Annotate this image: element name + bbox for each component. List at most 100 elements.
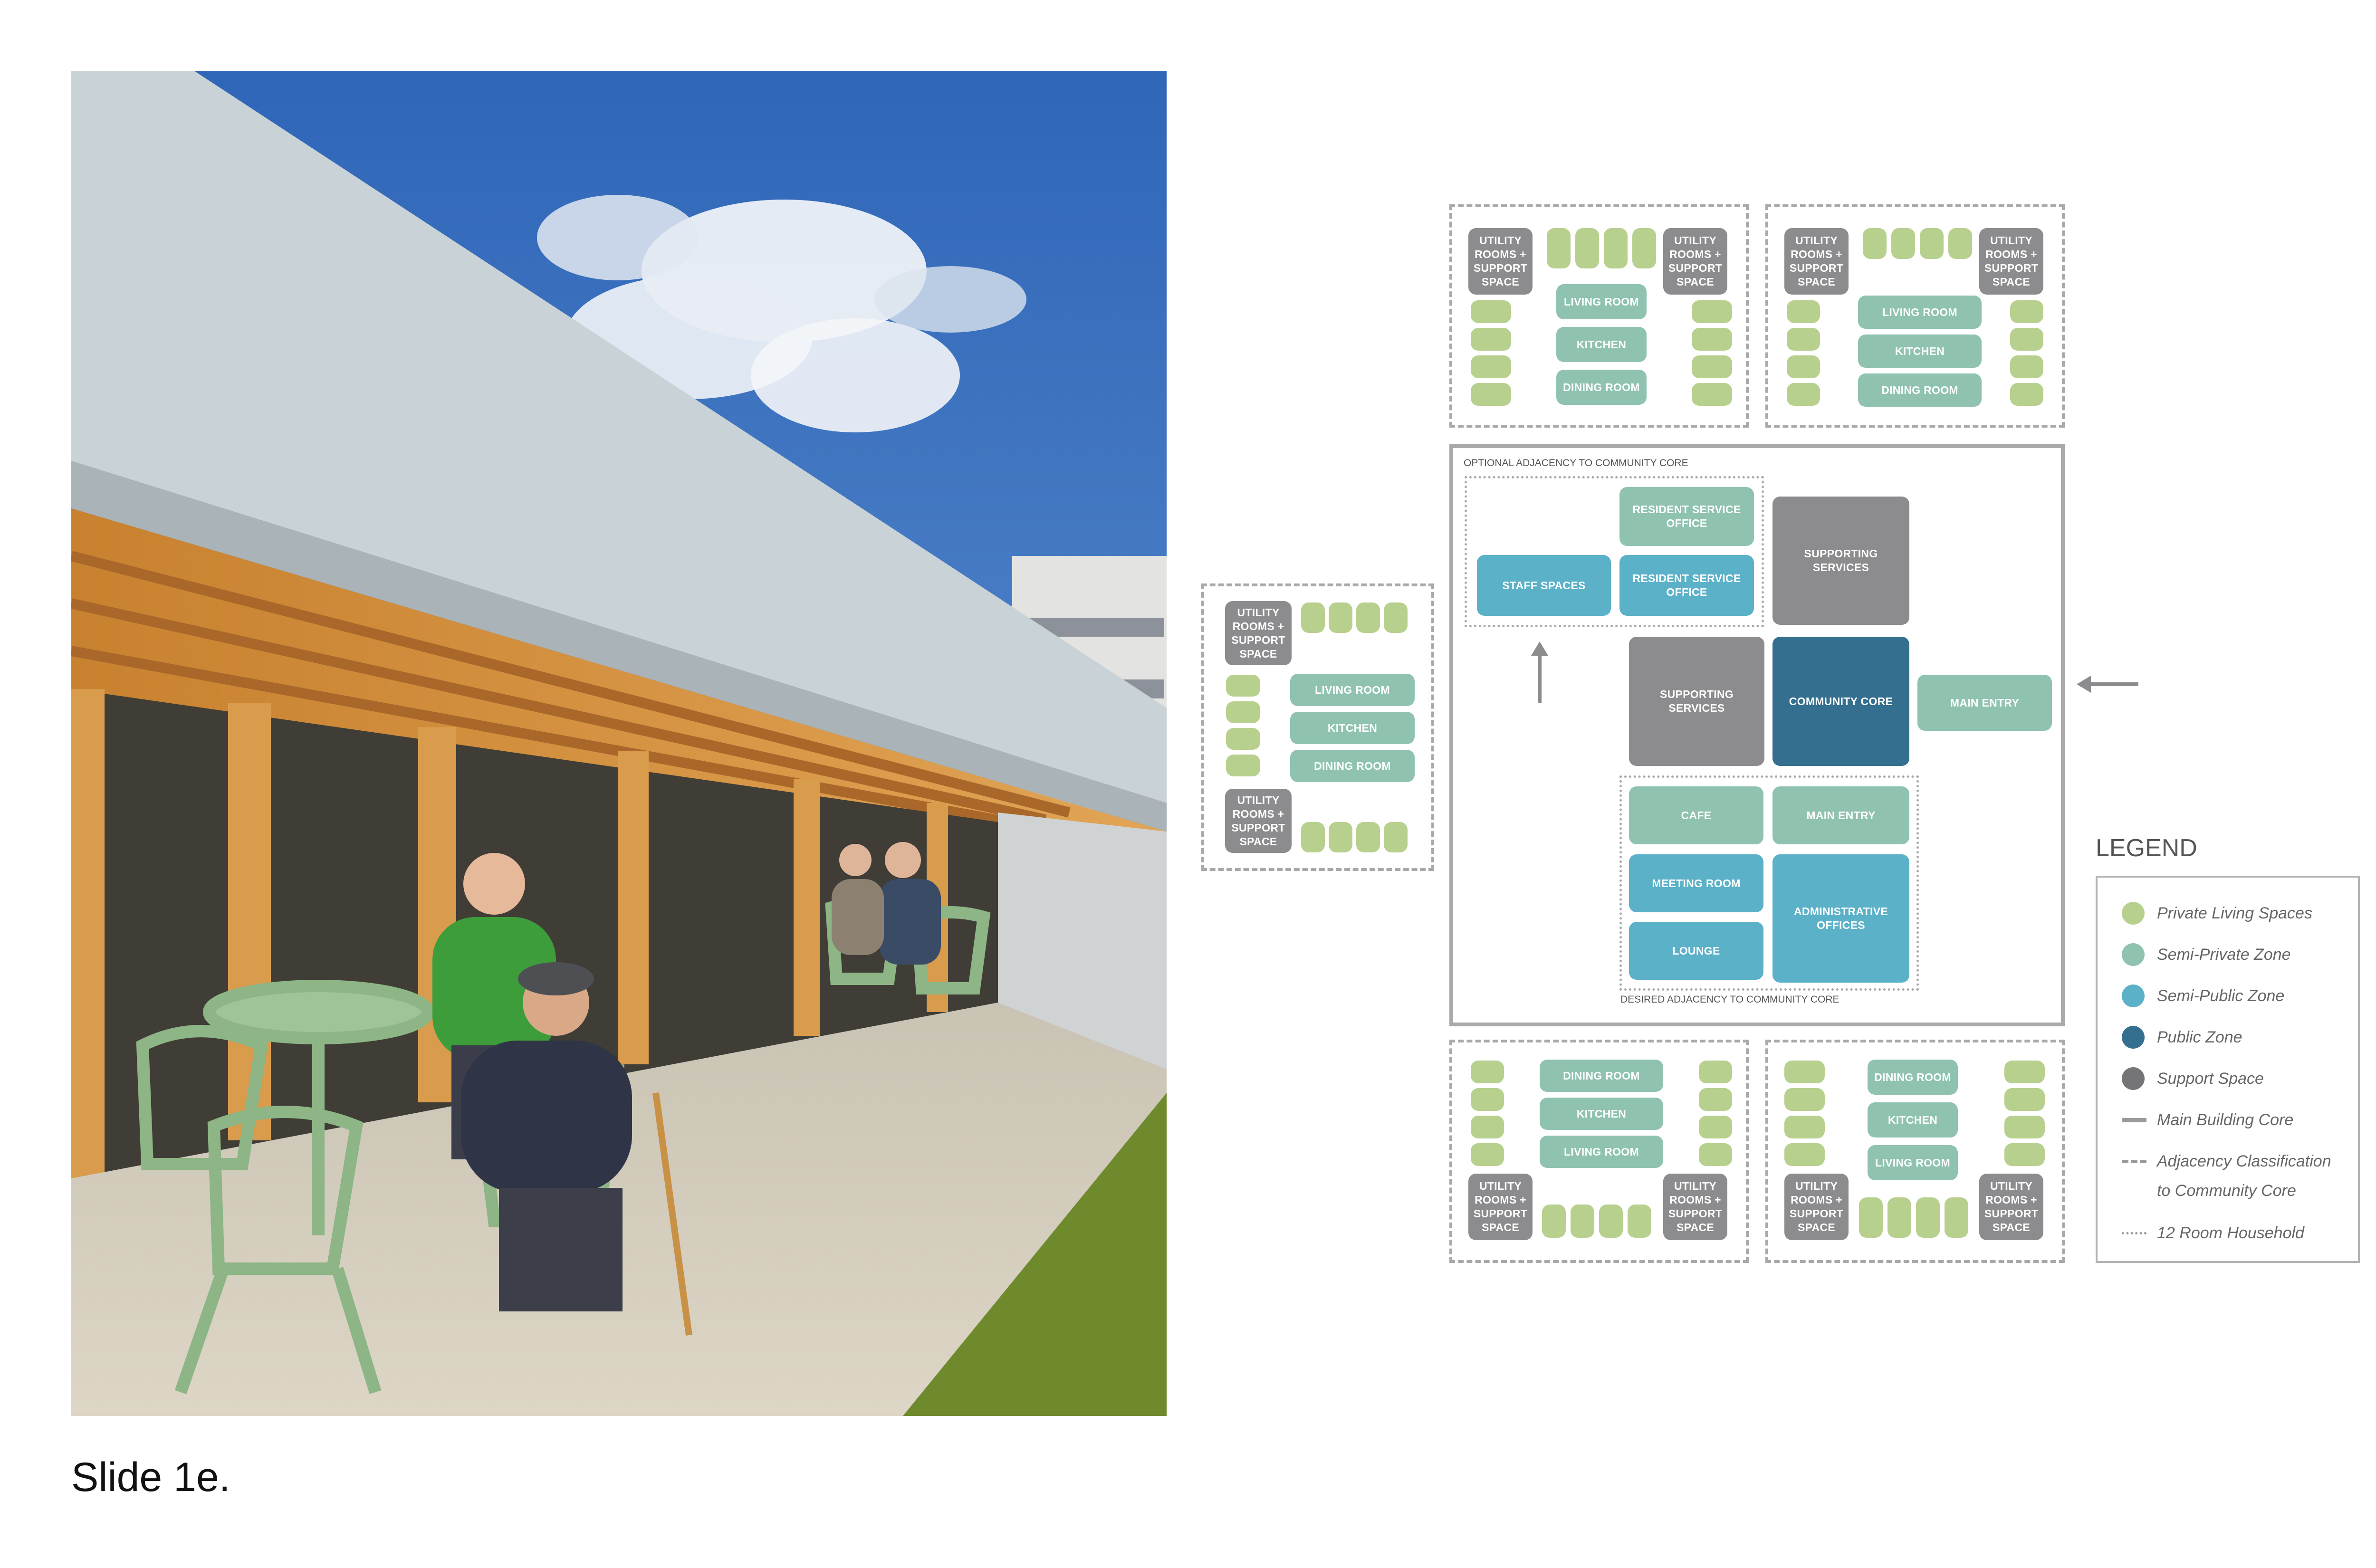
private-room <box>1575 228 1599 268</box>
legend-swatch <box>2122 902 2145 925</box>
arrow-up-icon <box>1531 641 1548 703</box>
dining-room: DINING ROOM <box>1868 1060 1958 1095</box>
living-room: LIVING ROOM <box>1290 674 1415 706</box>
private-room <box>2004 1088 2045 1111</box>
legend-title: LEGEND <box>2096 834 2197 862</box>
photo-illustration <box>71 71 1167 1416</box>
legend-box <box>2096 876 2360 1263</box>
private-room <box>1784 1088 1825 1111</box>
private-room <box>1547 228 1571 268</box>
private-room <box>1226 675 1260 697</box>
legend-item-private: Private Living Spaces <box>2122 899 2312 927</box>
dining-room: DINING ROOM <box>1290 750 1415 782</box>
private-room <box>1628 1205 1651 1238</box>
private-room <box>1226 755 1260 776</box>
private-room <box>1384 822 1408 852</box>
private-room <box>1699 1061 1732 1083</box>
private-room <box>1699 1116 1732 1138</box>
household-top-left <box>1449 204 1749 428</box>
private-room <box>1471 1088 1504 1111</box>
resident-service-office-top: RESIDENT SERVICE OFFICE <box>1619 487 1754 546</box>
private-room <box>1604 228 1628 268</box>
private-room <box>1226 701 1260 723</box>
household-bottom-left <box>1449 1040 1749 1263</box>
legend-swatch <box>2122 1067 2145 1090</box>
legend-label: Main Building Core <box>2157 1111 2294 1129</box>
arrow-left-icon <box>2077 676 2138 693</box>
legend-solid-line <box>2122 1118 2146 1122</box>
utility-block: UTILITY ROOMS + SUPPORT SPACE <box>1663 228 1727 295</box>
private-room <box>1784 1143 1825 1166</box>
legend-label: 12 Room Household <box>2157 1224 2304 1242</box>
private-room <box>1226 728 1260 750</box>
main-entry-right: MAIN ENTRY <box>1917 675 2052 731</box>
private-room <box>1787 355 1820 378</box>
private-room <box>1891 228 1915 259</box>
private-room <box>1471 383 1511 406</box>
private-room <box>2010 355 2043 378</box>
household-left <box>1201 583 1434 871</box>
legend-item-semi-public: Semi-Public Zone <box>2122 982 2284 1010</box>
utility-block: UTILITY ROOMS + SUPPORT SPACE <box>1225 789 1292 853</box>
living-room: LIVING ROOM <box>1556 284 1647 319</box>
optional-adjacency-zone <box>1465 476 1764 627</box>
lounge: LOUNGE <box>1629 922 1763 980</box>
private-room <box>1887 1197 1911 1238</box>
utility-block: UTILITY ROOMS + SUPPORT SPACE <box>1468 1174 1533 1240</box>
main-building-core <box>1449 444 2065 1026</box>
utility-block: UTILITY ROOMS + SUPPORT SPACE <box>1784 1174 1849 1240</box>
legend-label: Public Zone <box>2157 1028 2242 1046</box>
private-room <box>2004 1061 2045 1083</box>
private-room <box>1784 1061 1825 1083</box>
kitchen: KITCHEN <box>1556 327 1647 362</box>
utility-block: UTILITY ROOMS + SUPPORT SPACE <box>1225 601 1292 665</box>
private-room <box>2010 383 2043 406</box>
private-room <box>1692 328 1732 351</box>
legend-item-adjacency-line2: to Community Core <box>2157 1176 2296 1205</box>
slide-caption: Slide 1e. <box>71 1454 230 1500</box>
kitchen: KITCHEN <box>1540 1098 1663 1130</box>
private-room <box>1787 383 1820 406</box>
private-room <box>1859 1197 1883 1238</box>
private-room <box>1471 1116 1504 1138</box>
staff-spaces: STAFF SPACES <box>1477 555 1611 616</box>
legend-swatch <box>2122 943 2145 966</box>
dining-room: DINING ROOM <box>1556 370 1647 405</box>
private-room <box>1356 822 1380 852</box>
dining-room: DINING ROOM <box>1540 1060 1663 1092</box>
legend-item-main-core: Main Building Core <box>2122 1106 2293 1134</box>
private-room <box>1945 1197 1968 1238</box>
private-room <box>1699 1088 1732 1111</box>
desired-adjacency-note: DESIRED ADJACENCY TO COMMUNITY CORE <box>1620 994 1839 1005</box>
legend-label: Semi-Public Zone <box>2157 987 2285 1005</box>
legend-item-support: Support Space <box>2122 1064 2264 1093</box>
private-room <box>2004 1143 2045 1166</box>
private-room <box>1787 328 1820 351</box>
private-room <box>2010 328 2043 351</box>
private-room <box>1571 1205 1594 1238</box>
private-room <box>1692 383 1732 406</box>
private-room <box>1301 822 1325 852</box>
private-room <box>1301 602 1325 633</box>
legend-swatch <box>2122 985 2145 1007</box>
living-room: LIVING ROOM <box>1868 1145 1958 1180</box>
private-room <box>1784 1116 1825 1138</box>
private-room <box>1542 1205 1566 1238</box>
private-room <box>1329 602 1352 633</box>
private-room <box>2004 1116 2045 1138</box>
utility-block: UTILITY ROOMS + SUPPORT SPACE <box>1784 228 1849 295</box>
legend-label: Private Living Spaces <box>2157 904 2312 922</box>
private-room <box>1632 228 1656 268</box>
private-room <box>1692 300 1732 323</box>
legend-item-semi-private: Semi-Private Zone <box>2122 940 2291 969</box>
resident-service-office: RESIDENT SERVICE OFFICE <box>1619 555 1754 616</box>
household-top-right <box>1765 204 2065 428</box>
legend-label: Support Space <box>2157 1070 2264 1088</box>
legend-label: Adjacency Classification <box>2157 1152 2331 1170</box>
legend-dotted-line <box>2122 1232 2146 1234</box>
private-room <box>2010 300 2043 323</box>
legend-dashed-line <box>2122 1159 2146 1163</box>
private-room <box>1699 1143 1732 1166</box>
private-room <box>1329 822 1352 852</box>
dining-room: DINING ROOM <box>1858 373 1982 407</box>
